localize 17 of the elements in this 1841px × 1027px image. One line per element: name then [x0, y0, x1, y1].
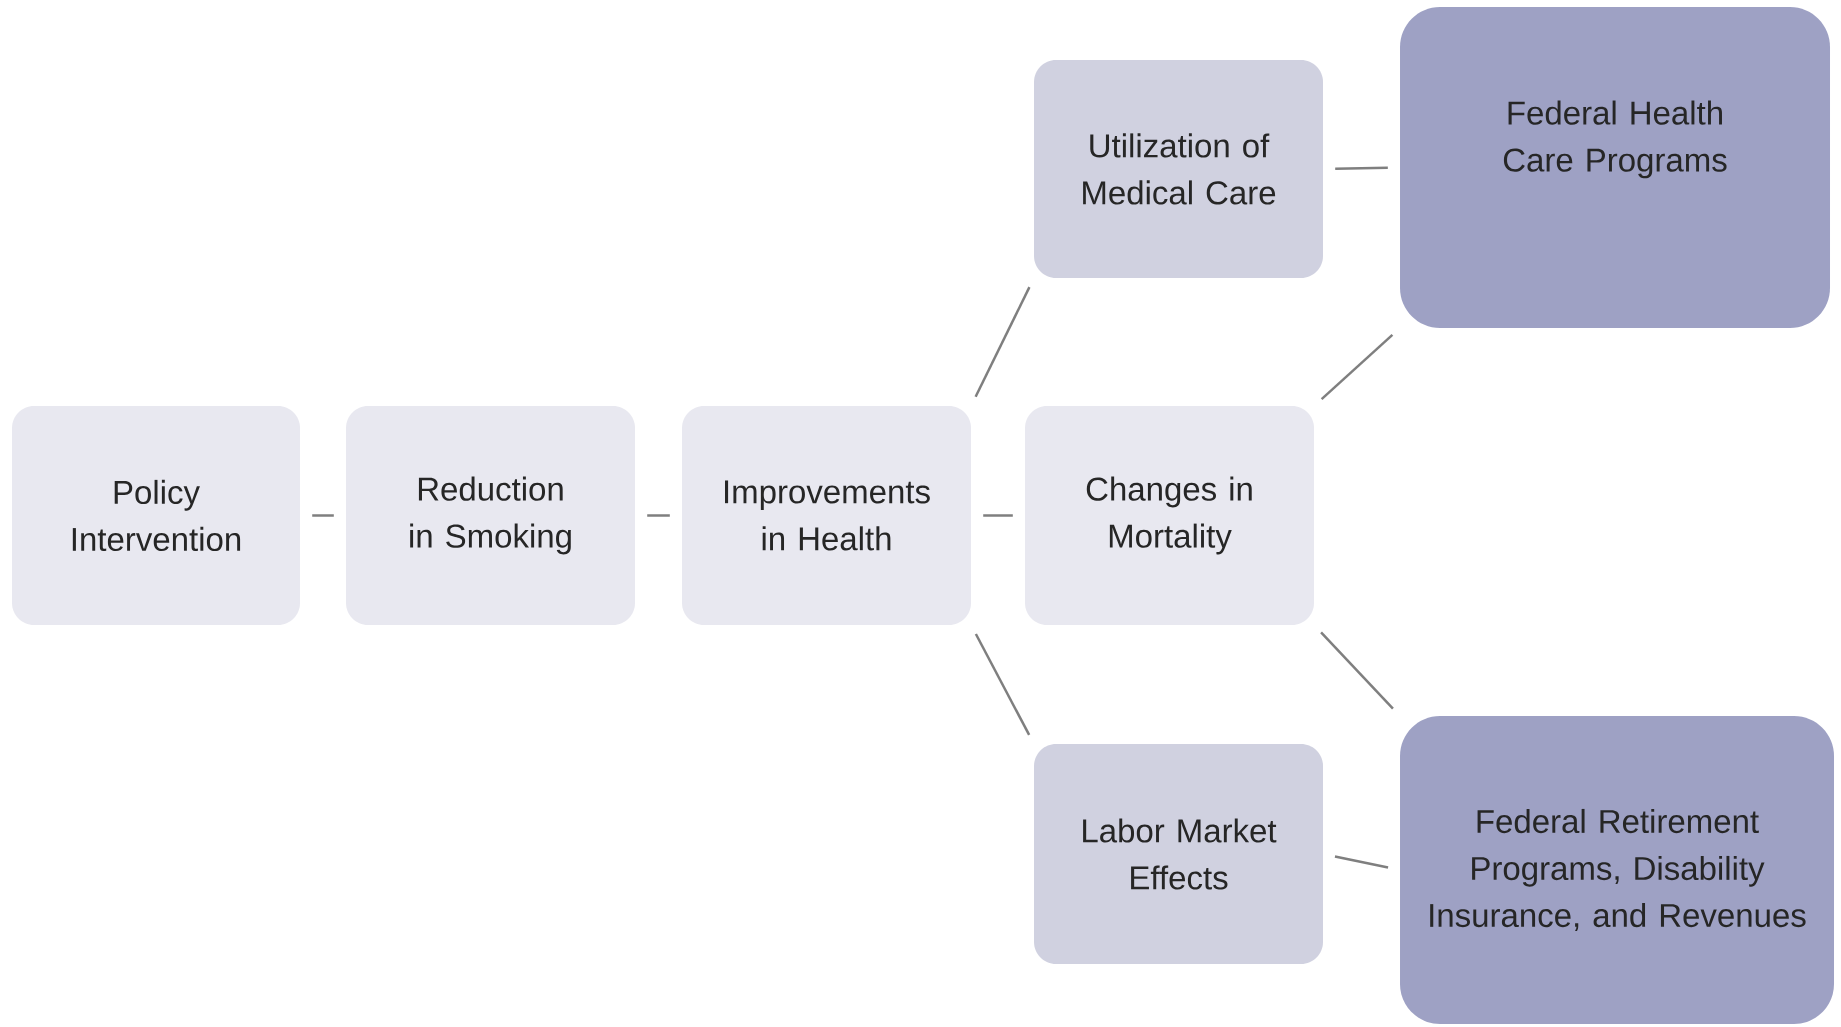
connector-line: [312, 514, 334, 517]
process-box: Policy Intervention: [12, 406, 300, 625]
process-box: Reduction in Smoking: [346, 406, 635, 625]
process-box: Utilization of Medical Care: [1034, 60, 1323, 278]
connector-line: [1335, 166, 1388, 170]
connector-line: [974, 633, 1031, 736]
connector-line: [974, 286, 1031, 398]
connector-line: [983, 514, 1013, 517]
program-box: Federal Retirement Programs, Disability Insurance, and Revenues: [1400, 716, 1834, 1024]
connector-line: [1320, 631, 1394, 710]
connector-line: [1334, 855, 1389, 869]
process-box: Changes in Mortality: [1025, 406, 1314, 625]
process-box: Improvements in Health: [682, 406, 971, 625]
connector-line: [647, 514, 670, 517]
connector-line: [1320, 334, 1394, 400]
process-box: Labor Market Effects: [1034, 744, 1323, 964]
program-box: Federal Health Care Programs: [1400, 7, 1830, 328]
